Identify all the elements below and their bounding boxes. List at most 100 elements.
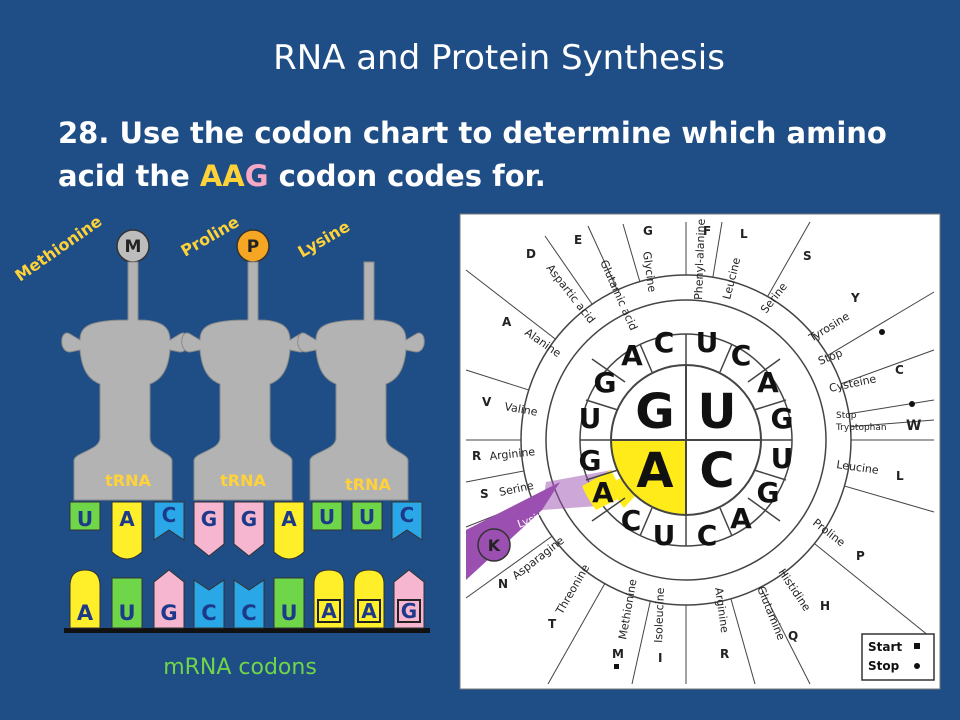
amino-name: Isoleucine [652,587,667,643]
trna-body-3 [297,261,425,501]
anticodon-group-2: G G A [193,501,305,560]
center-letter-a: A [636,443,673,499]
anticodon-base-u [311,501,343,531]
center-letter-u: U [698,384,737,440]
lysine-k-letter: K [488,536,501,555]
anticodon-letter: C [162,503,177,527]
amino-label-proline: Proline [178,212,243,260]
amino-letter: A [502,315,512,329]
mrna-base-c [193,579,225,629]
slide-title: RNA and Protein Synthesis [273,38,725,78]
amino-name: Valine [503,400,538,419]
amino-name: Glycine [640,251,659,294]
start-marker [614,664,619,669]
ring2-letter: U [653,519,676,552]
legend-stop-dot [914,663,920,669]
stop-marker [879,329,885,335]
mrna-letter: G [401,599,417,623]
amino-letter: T [548,617,557,631]
amino-ball-m-letter: M [125,237,142,257]
amino-letter: L [740,227,748,241]
codon-box [317,599,341,623]
ring2-letter: U [771,442,794,475]
amino-label-methionine: Methionine [11,211,105,285]
lysine-k-circle [477,528,511,562]
amino-letter: W [906,418,921,434]
amino-letter: H [820,599,830,613]
amino-letter: Q [788,629,798,643]
mrna-base-u [111,577,143,629]
amino-letters: G F L E D S Y A C V W R L S N P T H Q M … [472,224,921,665]
anticodon-base-c [391,501,423,541]
anticodon-base-a [273,501,305,560]
ring2-letter: U [579,402,602,435]
amino-letter: V [482,395,492,409]
anticodon-base-a [111,501,143,560]
trna-body-1 [61,261,189,501]
mrna-base-u [273,577,305,629]
ring2-letter: C [654,326,675,359]
mrna-letter: A [77,601,94,625]
legend-stop: Stop [868,659,900,673]
ring2-letter: U [696,326,719,359]
amino-letter: M [612,647,624,661]
amino-letter: G [643,224,653,238]
anticodon-base-g [233,501,265,557]
amino-name: Arginine [712,587,731,634]
ring2-letter: A [757,366,779,399]
center-letter-g: G [635,384,674,440]
codon-first-letter: A [199,159,223,193]
stop-marker [909,401,915,407]
mrna-base-a [69,569,101,629]
legend-start: Start [868,640,902,654]
codon-box [397,599,421,623]
amino-name: Arginine [489,445,536,463]
mrna-base-g [153,569,185,629]
ring2-letter: G [771,402,794,435]
ring2-letter: G [594,366,617,399]
anticodon-letter: U [77,507,93,531]
ring2-letter: A [730,502,752,535]
anticodon-letter: G [201,507,217,531]
anticodon-letter: A [119,507,135,531]
ring2-letter: A [621,339,643,372]
trna-body-2 [181,261,309,501]
amino-letter: R [720,647,729,661]
anticodon-base-u [69,501,101,531]
codon-box [357,599,381,623]
legend-box [861,633,935,681]
anticodon-group-3: U U C [311,501,423,541]
ring2-letter: C [697,519,718,552]
anticodon-letter: C [400,503,415,527]
amino-letter: D [526,247,536,261]
ring2-a-highlight [582,470,624,510]
ring2-letters: A G U C U C A G G A C U U G A C [579,326,794,552]
amino-label-lysine: Lysine [295,217,354,262]
ring2-letter: G [757,476,780,509]
amino-letter: I [658,651,662,665]
question-text: 28. Use the codon chart to determine whi… [58,112,938,198]
mrna-letter: U [280,601,297,625]
trna-label-1: tRNA [105,471,151,490]
mrna-letter: A [361,599,377,623]
center-letter-c: C [699,443,734,499]
amino-letter: S [480,487,489,501]
amino-letter: N [498,577,508,591]
anticodon-base-u [351,501,383,531]
amino-letter: Y [850,291,860,305]
trna-label-2: tRNA [220,471,266,490]
trna-diagram: Methionine Proline Lysine M P tRNA tRNA … [11,211,430,680]
amino-ball-p-letter: P [247,237,259,257]
codon-third-letter: G [244,159,269,193]
mrna-base-c [233,579,265,629]
mrna-letter: A [321,599,337,623]
amino-letter: P [856,549,865,563]
amino-letter: F [703,224,711,238]
codon-second-letter: A [222,159,245,193]
ring2-letter: C [621,504,642,537]
question-prefix: 28. Use the codon chart to determine whi… [58,116,887,193]
mrna-letter: C [241,601,256,625]
amino-letter: R [472,449,481,463]
legend-start-square [914,643,920,649]
